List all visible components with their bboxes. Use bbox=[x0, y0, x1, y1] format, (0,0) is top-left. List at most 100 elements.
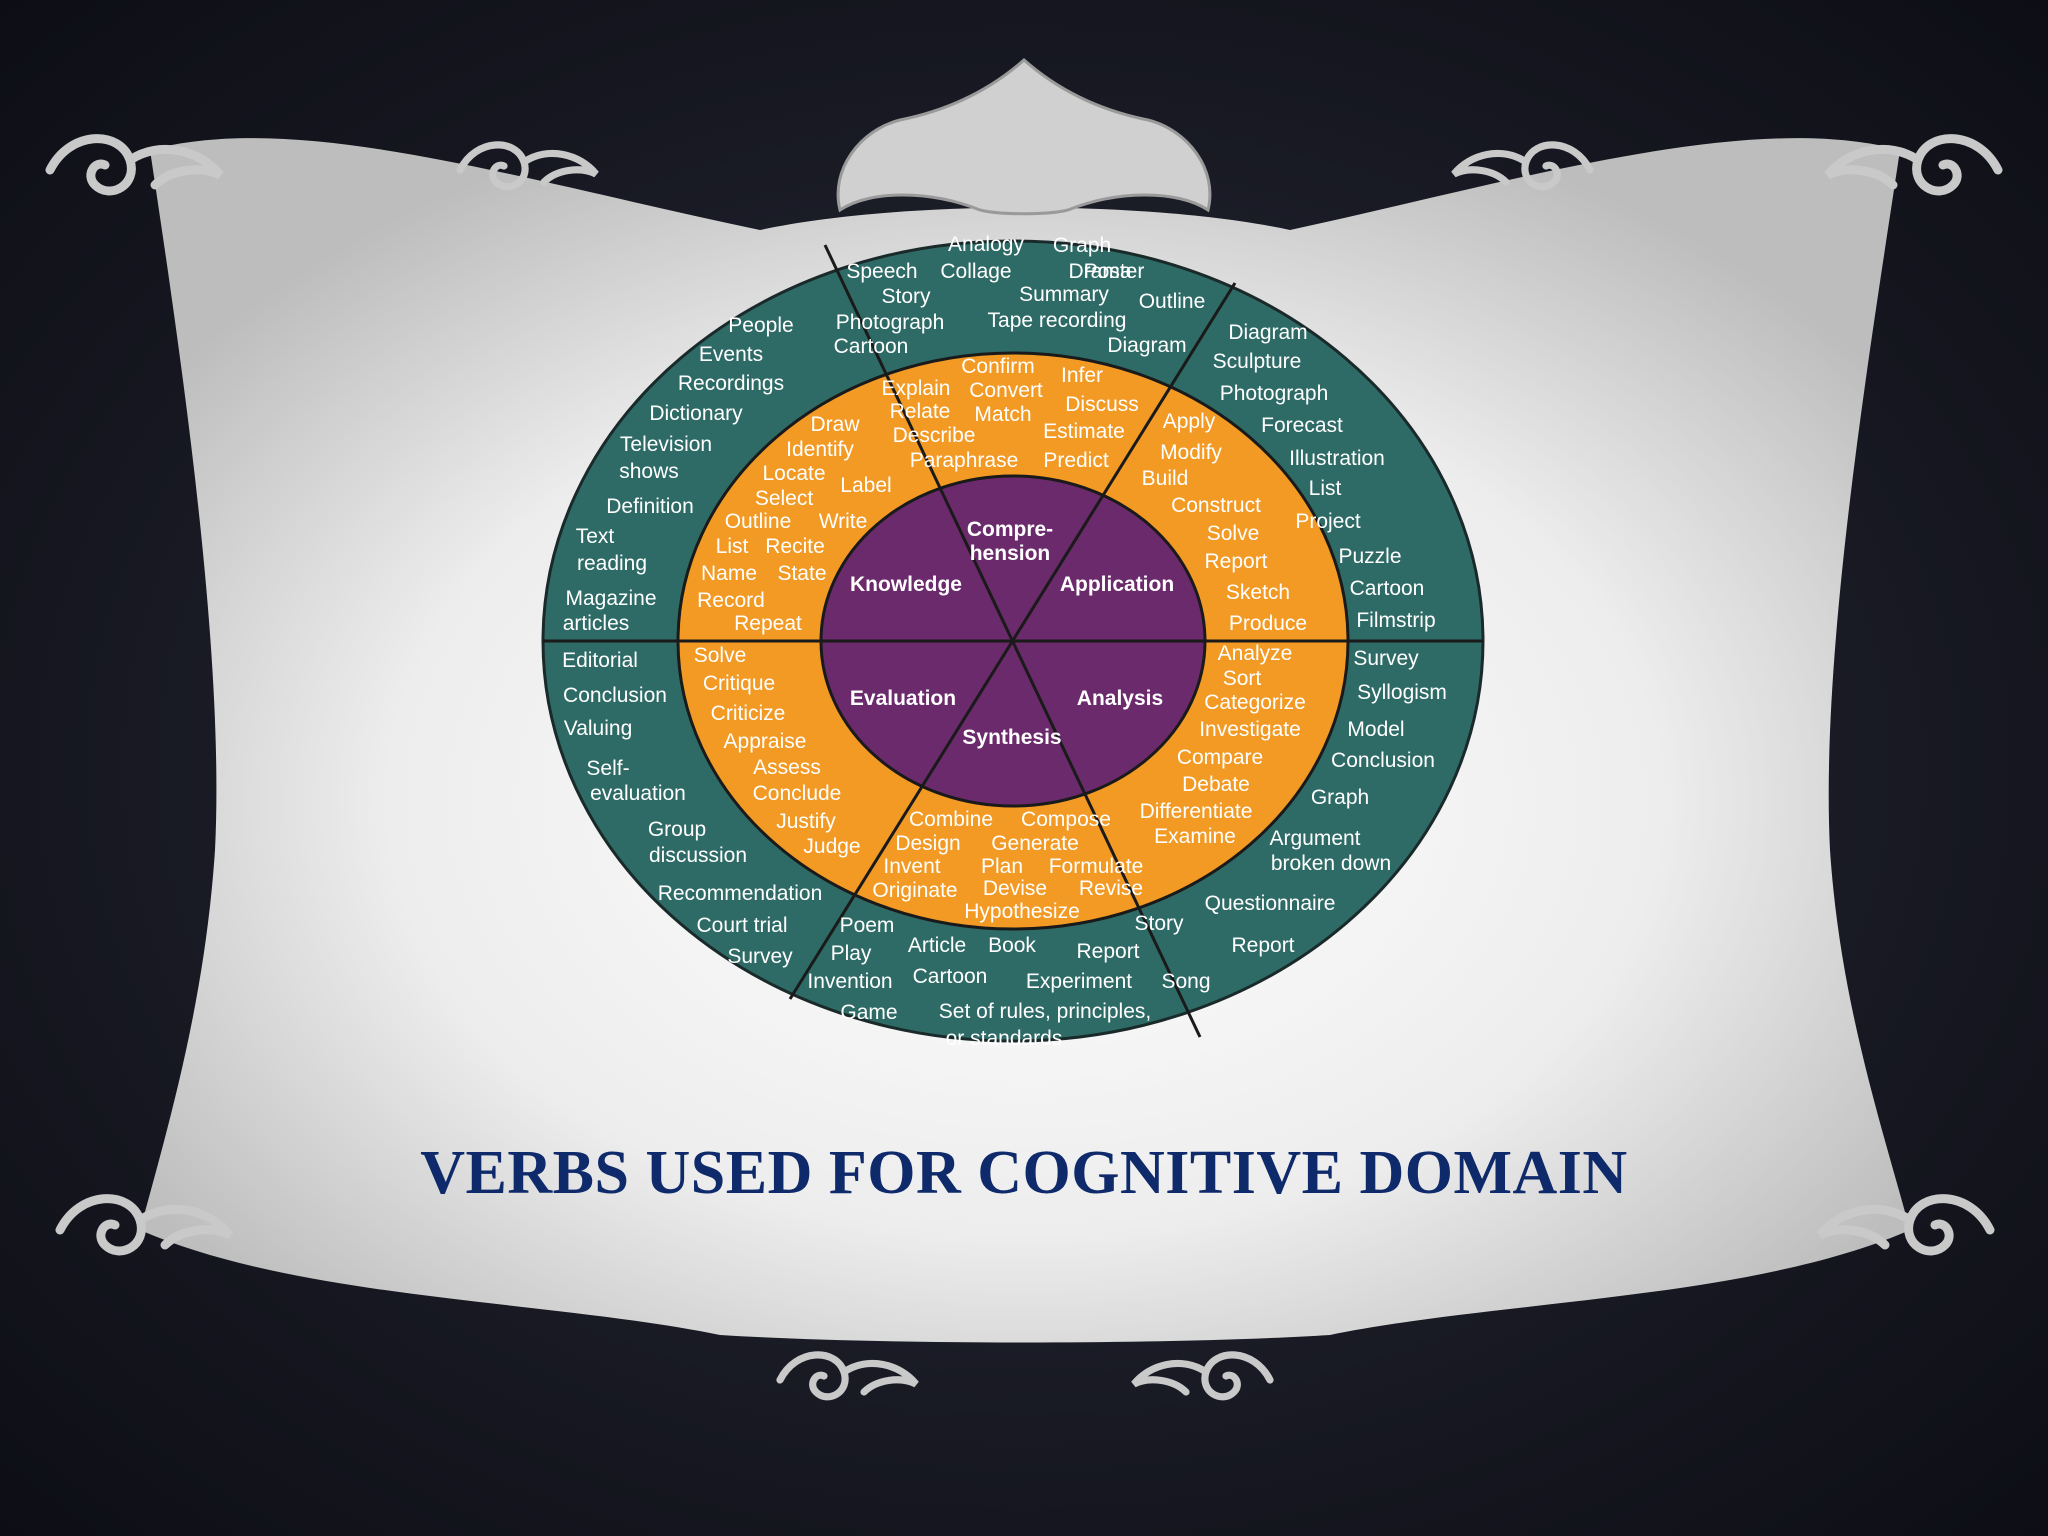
middle_ring-word-evaluation: Conclude bbox=[753, 782, 842, 805]
middle_ring-word-knowledge: Record bbox=[697, 589, 765, 612]
middle_ring-word-knowledge: Label bbox=[840, 474, 891, 497]
outer_ring-word-comprehension: Photograph bbox=[836, 311, 945, 334]
outer_ring-word-analysis: Questionnaire bbox=[1205, 892, 1336, 915]
outer_ring-word-analysis: Conclusion bbox=[1331, 749, 1435, 772]
outer_ring-word-analysis: Graph bbox=[1311, 786, 1369, 809]
middle_ring-word-comprehension: Discuss bbox=[1065, 393, 1139, 416]
sector-divider bbox=[788, 282, 1237, 1000]
middle_ring-word-application: Construct bbox=[1171, 494, 1261, 517]
middle_ring-word-synthesis: Hypothesize bbox=[964, 900, 1080, 923]
middle_ring-word-synthesis: Compose bbox=[1021, 808, 1111, 831]
outer_ring-word-synthesis: Game bbox=[840, 1001, 897, 1024]
outer_ring-word-synthesis: or standards bbox=[946, 1027, 1063, 1050]
outer_ring-word-analysis: Report bbox=[1231, 934, 1294, 957]
scroll-ornament-icon bbox=[776, 1351, 919, 1401]
outer_ring-word-application: Puzzle bbox=[1338, 545, 1401, 568]
outer_ring-word-synthesis: Cartoon bbox=[913, 965, 988, 988]
middle_ring-word-evaluation: Judge bbox=[803, 835, 860, 858]
middle_ring-word-synthesis: Combine bbox=[909, 808, 993, 831]
middle_ring-word-application: Modify bbox=[1160, 441, 1222, 464]
outer_ring-word-knowledge: Dictionary bbox=[649, 402, 743, 425]
frame-ornaments bbox=[45, 58, 2003, 1401]
outer_ring-word-knowledge: Recordings bbox=[678, 372, 784, 395]
middle_ring-word-evaluation: Solve bbox=[694, 644, 747, 667]
middle_ring-word-analysis: Investigate bbox=[1199, 718, 1301, 741]
middle_ring-word-comprehension: Estimate bbox=[1043, 420, 1125, 443]
middle_ring-word-application: Build bbox=[1142, 467, 1189, 490]
middle_ring-word-knowledge: Write bbox=[819, 510, 868, 533]
middle_ring-word-knowledge: Select bbox=[755, 487, 814, 510]
middle_ring-word-comprehension: Match bbox=[974, 403, 1031, 426]
outer_ring-word-synthesis: Report bbox=[1076, 940, 1139, 963]
middle_ring-word-application: Solve bbox=[1207, 522, 1260, 545]
middle_ring-word-evaluation: Critique bbox=[703, 672, 775, 695]
outer_ring-word-evaluation: Conclusion bbox=[563, 684, 667, 707]
outer_ring-word-comprehension: Drama bbox=[1068, 260, 1131, 283]
middle_ring-word-analysis: Categorize bbox=[1204, 691, 1306, 714]
outer_ring-word-synthesis: Invention bbox=[807, 970, 892, 993]
outer_ring-word-knowledge: People bbox=[728, 314, 793, 337]
middle_ring-word-knowledge: Draw bbox=[810, 413, 860, 436]
middle_ring-word-comprehension: Infer bbox=[1061, 364, 1103, 387]
outer_ring-word-synthesis: Story bbox=[1134, 912, 1184, 935]
outer_ring-word-evaluation: Survey bbox=[727, 945, 793, 968]
outer_ring-word-evaluation: Valuing bbox=[564, 717, 633, 740]
outer_ring-word-comprehension: Diagram bbox=[1107, 334, 1186, 357]
middle_ring-word-analysis: Compare bbox=[1177, 746, 1263, 769]
middle_ring-word-synthesis: Invent bbox=[883, 855, 940, 878]
outer_ring-word-comprehension: Analogy bbox=[948, 233, 1024, 256]
outer_ring-word-comprehension: Summary bbox=[1019, 283, 1109, 306]
middle_ring-word-knowledge: Repeat bbox=[734, 612, 802, 635]
outer_ring-word-comprehension: Collage bbox=[940, 260, 1011, 283]
middle_ring-word-knowledge: Name bbox=[701, 562, 757, 585]
middle_ring-word-synthesis: Revise bbox=[1079, 877, 1143, 900]
core-label-knowledge: Knowledge bbox=[850, 573, 962, 596]
outer_ring-word-evaluation: Recommendation bbox=[658, 882, 823, 905]
middle_ring-word-comprehension: Relate bbox=[890, 400, 951, 423]
middle_ring-word-synthesis: Design bbox=[895, 832, 960, 855]
core-label-comprehension: hension bbox=[970, 542, 1051, 565]
middle_ring-word-knowledge: Locate bbox=[762, 462, 825, 485]
outer_ring-word-synthesis: Song bbox=[1161, 970, 1210, 993]
outer_ring-word-evaluation: Editorial bbox=[562, 649, 638, 672]
outer_ring-word-analysis: broken down bbox=[1271, 852, 1391, 875]
outer_ring-word-synthesis: Article bbox=[908, 934, 966, 957]
outer_ring-word-comprehension: Tape recording bbox=[988, 309, 1127, 332]
middle_ring-word-evaluation: Justify bbox=[776, 810, 836, 833]
middle_ring-word-application: Apply bbox=[1163, 410, 1216, 433]
middle_ring-word-application: Report bbox=[1204, 550, 1267, 573]
middle_ring-word-comprehension: Describe bbox=[893, 424, 976, 447]
middle_ring-word-comprehension: Predict bbox=[1043, 449, 1109, 472]
outer_ring-word-synthesis: Experiment bbox=[1026, 970, 1132, 993]
outer_ring-word-evaluation: evaluation bbox=[590, 782, 686, 805]
outer_ring-word-application: Filmstrip bbox=[1356, 609, 1435, 632]
outer_ring-word-application: Project bbox=[1295, 510, 1361, 533]
middle_ring-word-analysis: Examine bbox=[1154, 825, 1236, 848]
outer_ring-word-synthesis: Poem bbox=[840, 914, 895, 937]
outer_ring-word-application: Photograph bbox=[1220, 382, 1329, 405]
middle_ring-word-comprehension: Explain bbox=[882, 377, 951, 400]
scroll-ornament-icon bbox=[1451, 141, 1594, 191]
outer_ring-word-synthesis: Book bbox=[988, 934, 1036, 957]
outer_ring-word-application: Sculpture bbox=[1213, 350, 1302, 373]
outer_ring-word-comprehension: Graph bbox=[1053, 234, 1111, 257]
outer_ring-word-comprehension: Outline bbox=[1139, 290, 1206, 313]
middle_ring-word-synthesis: Formulate bbox=[1049, 855, 1144, 878]
middle_ring-word-analysis: Analyze bbox=[1218, 642, 1293, 665]
middle_ring-word-knowledge: Identify bbox=[786, 438, 854, 461]
scroll-ornament-icon bbox=[1131, 1351, 1274, 1401]
outer_ring-word-evaluation: Court trial bbox=[696, 914, 787, 937]
middle_ring-word-analysis: Sort bbox=[1223, 667, 1262, 690]
core-label-comprehension: Compre- bbox=[967, 518, 1053, 541]
middle_ring-word-synthesis: Originate bbox=[872, 879, 957, 902]
middle_ring-word-evaluation: Criticize bbox=[711, 702, 786, 725]
outer_ring-word-comprehension: Cartoon bbox=[834, 335, 909, 358]
outer_ring-word-knowledge: Definition bbox=[606, 495, 694, 518]
middle_ring-word-knowledge: List bbox=[716, 535, 749, 558]
outer_ring-word-application: Illustration bbox=[1289, 447, 1385, 470]
outer_ring-word-comprehension: Story bbox=[881, 285, 931, 308]
outer_ring-word-knowledge: reading bbox=[577, 552, 647, 575]
middle_ring-word-analysis: Debate bbox=[1182, 773, 1250, 796]
